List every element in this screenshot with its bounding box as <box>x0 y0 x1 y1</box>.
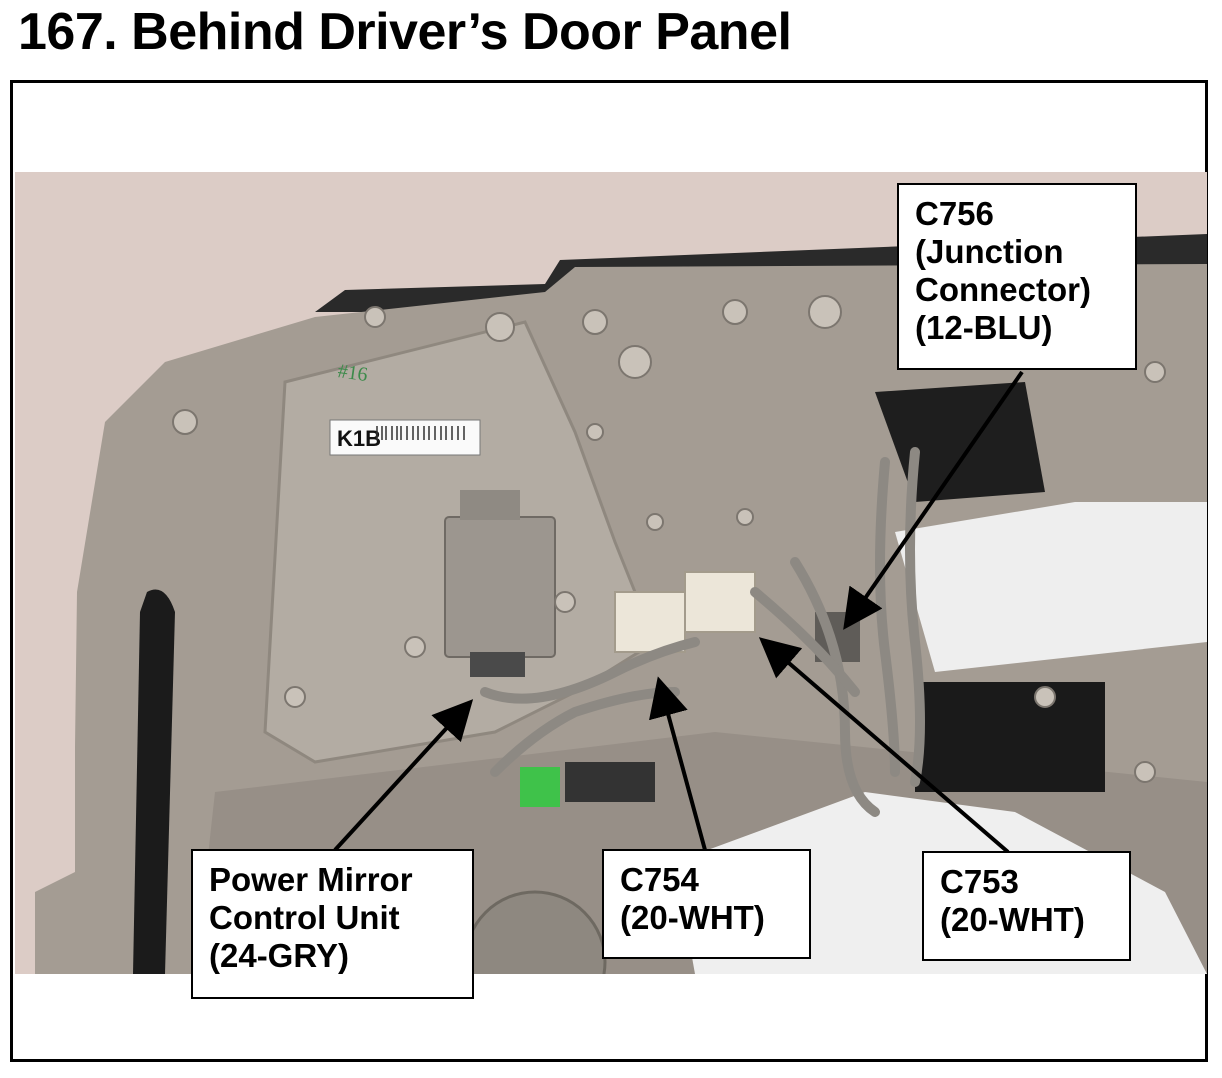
mirror-unit-connector <box>470 652 525 677</box>
mounting-bosses <box>172 295 1166 783</box>
callout-c753-line1: C753 <box>940 863 1019 900</box>
connector-c753 <box>684 571 756 633</box>
callout-c756-line1: C756 <box>915 195 994 232</box>
green-connector <box>520 767 560 807</box>
callout-c756: C756 (Junction Connector) (12-BLU) <box>897 183 1137 370</box>
switch-module-small <box>565 762 655 802</box>
callout-c753: C753 (20-WHT) <box>922 851 1131 961</box>
callout-c754-line2: (20-WHT) <box>620 899 765 936</box>
callout-c753-line2: (20-WHT) <box>940 901 1085 938</box>
callout-c756-line4: (12-BLU) <box>915 309 1053 346</box>
switch-module-electronics <box>915 682 1105 792</box>
foam-strip <box>133 589 175 974</box>
mirror-control-unit <box>444 516 556 658</box>
marker-text: #16 <box>336 360 369 386</box>
callout-mirror-line2: Control Unit <box>209 899 400 936</box>
sticker-barcode <box>376 426 465 440</box>
mirror-control-unit-mount <box>460 490 520 520</box>
callout-c756-line3: Connector) <box>915 271 1091 308</box>
callout-c756-line2: (Junction <box>915 233 1064 270</box>
page-title: 167. Behind Driver’s Door Panel <box>18 3 792 61</box>
callout-c754-line1: C754 <box>620 861 699 898</box>
callout-mirror-control-unit: Power Mirror Control Unit (24-GRY) <box>191 849 474 999</box>
sticker-code: K1B <box>337 426 381 451</box>
label-sticker <box>329 419 481 456</box>
callout-mirror-line1: Power Mirror <box>209 861 413 898</box>
insulation-pad-upper <box>895 502 1207 672</box>
callout-c754: C754 (20-WHT) <box>602 849 811 959</box>
callout-mirror-line3: (24-GRY) <box>209 937 349 974</box>
